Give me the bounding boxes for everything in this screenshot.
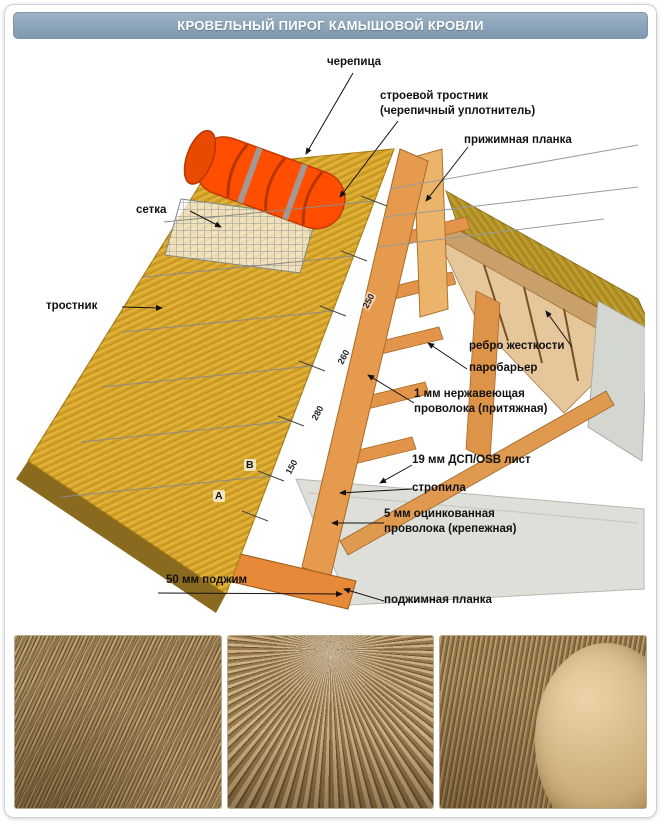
header-bar: КРОВЕЛЬНЫЙ ПИРОГ КАМЫШОВОЙ КРОВЛИ bbox=[13, 12, 648, 39]
label-galvanized-wire: 5 мм оцинкованная проволока (крепежная) bbox=[384, 507, 516, 537]
label-mesh: сетка bbox=[136, 204, 167, 216]
label-galvanized-wire-line1: 5 мм оцинкованная bbox=[384, 508, 495, 520]
thatch-photo-eave-wall bbox=[439, 635, 648, 809]
dimension-ticks bbox=[241, 195, 388, 522]
page-title: КРОВЕЛЬНЫЙ ПИРОГ КАМЫШОВОЙ КРОВЛИ bbox=[177, 18, 484, 33]
label-reed: тростник bbox=[46, 300, 98, 312]
roof-structure bbox=[227, 148, 645, 610]
cob-wall-shape bbox=[534, 642, 647, 808]
label-building-reed: строевой тростник (черепичный уплотнител… bbox=[380, 89, 535, 119]
label-building-reed-line1: строевой тростник bbox=[380, 90, 489, 102]
marker-a: А bbox=[213, 490, 225, 502]
label-clamp-strip: прижимная планка bbox=[464, 134, 572, 146]
label-stainless-wire: 1 мм нержавеющая проволока (притяжная) bbox=[414, 387, 547, 417]
label-stainless-wire-line2: проволока (притяжная) bbox=[414, 402, 548, 415]
marker-b: В bbox=[244, 459, 256, 471]
photo-strip bbox=[14, 635, 648, 809]
label-rafters: стропила bbox=[412, 482, 466, 494]
label-stiffening-rib: ребро жесткости bbox=[469, 340, 565, 352]
thatch-photo-ridge-corner bbox=[226, 635, 435, 809]
label-tile: черепица bbox=[326, 56, 382, 68]
label-osb-sheet: 19 мм ДСП/OSB лист bbox=[412, 454, 531, 466]
roof-diagram: черепица строевой тростник (черепичный у… bbox=[8, 41, 645, 631]
fixing-wires bbox=[60, 144, 639, 498]
label-vapor-barrier: паробарьер bbox=[469, 362, 538, 374]
label-stainless-wire-line1: 1 мм нержавеющая bbox=[414, 388, 525, 400]
roof-diagram-art bbox=[16, 72, 645, 613]
label-press-strip: поджимная планка bbox=[384, 594, 492, 606]
label-press-50mm: 50 мм поджим bbox=[166, 574, 248, 586]
thatch-photo-texture bbox=[14, 635, 222, 809]
label-galvanized-wire-line2: проволока (крепежная) bbox=[384, 522, 517, 535]
ridge-tiles bbox=[183, 129, 346, 230]
label-building-reed-line2: (черепичный уплотнитель) bbox=[380, 104, 536, 117]
page-frame: КРОВЕЛЬНЫЙ ПИРОГ КАМЫШОВОЙ КРОВЛИ bbox=[4, 4, 657, 818]
leader-lines bbox=[121, 72, 573, 602]
